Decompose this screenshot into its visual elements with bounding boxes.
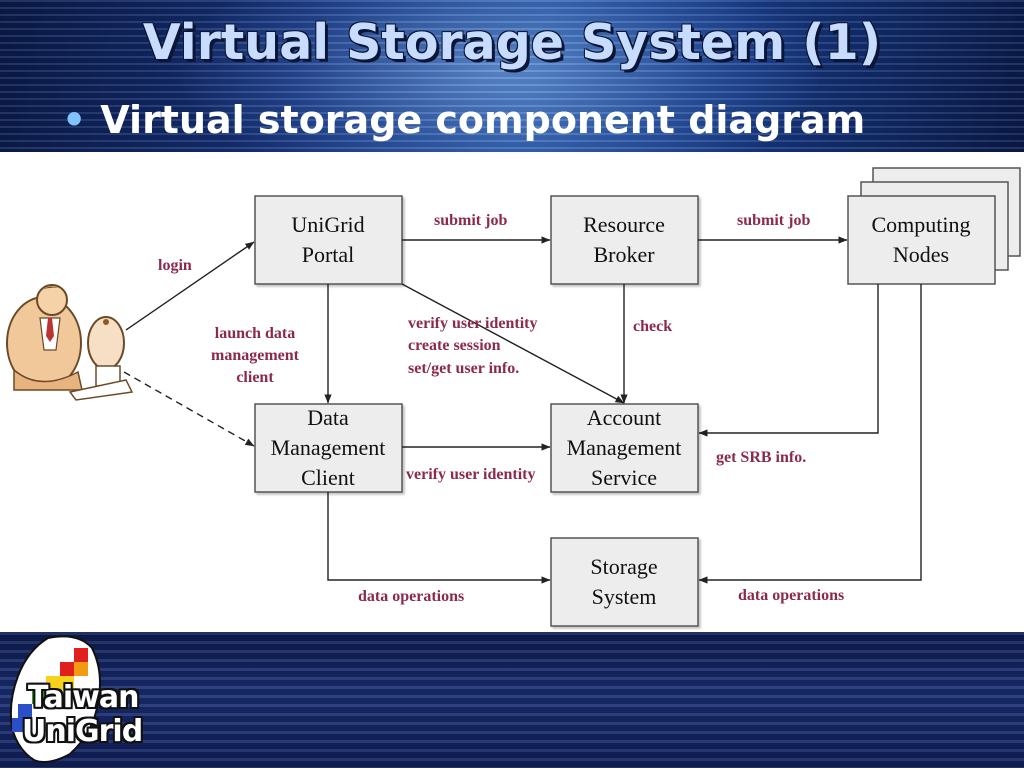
ams-line-1: Account	[587, 405, 662, 430]
dmc-line-1: Data	[307, 405, 349, 430]
node-unigrid-portal	[254, 195, 403, 285]
footer-stripes	[0, 632, 1024, 768]
node-account-management-service	[550, 403, 699, 493]
edge-login	[125, 241, 255, 331]
dmc-line-2: Management	[271, 435, 386, 460]
component-diagram: UniGrid Portal Resource Broker Computing…	[0, 152, 1024, 632]
label-get-srb-info: get SRB info.	[716, 449, 806, 466]
portal-line-1: UniGrid	[291, 212, 364, 237]
label-launch-1: launch data	[215, 325, 295, 342]
slide-title: Virtual Storage System (1)	[142, 14, 882, 71]
ams-line-3: Service	[591, 465, 657, 490]
header-glow	[180, 0, 820, 152]
label-login: login	[158, 257, 192, 274]
portal-line-2: Portal	[302, 242, 355, 267]
node-computing-nodes	[847, 167, 1021, 285]
slide-bullet: • Virtual storage component diagram	[62, 98, 865, 142]
label-verify-portal-1: verify user identity	[408, 315, 537, 332]
logo-text-unigrid: UniGrid	[22, 714, 143, 749]
computing-line-2: Nodes	[893, 242, 949, 267]
label-data-ops-right: data operations	[738, 587, 844, 604]
ams-line-2: Management	[567, 435, 682, 460]
edge-computing-storage	[698, 284, 922, 584]
label-launch-3: client	[236, 369, 274, 386]
taiwan-unigrid-logo: Taiwan UniGrid	[0, 632, 200, 768]
edge-launch-client-dashed	[123, 371, 255, 447]
edge-portal-ams	[401, 283, 625, 404]
edge-dmc-storage	[327, 492, 551, 584]
bullet-dot-icon: •	[62, 98, 87, 142]
storage-line-2: System	[592, 584, 657, 609]
dmc-line-3: Client	[301, 465, 355, 490]
broker-line-2: Broker	[593, 242, 655, 267]
label-check: check	[633, 318, 672, 335]
logo-text-taiwan: Taiwan	[28, 680, 139, 715]
label-verify-portal-3: set/get user info.	[408, 360, 519, 377]
broker-line-1: Resource	[583, 212, 665, 237]
label-submit-job-1: submit job	[434, 212, 507, 229]
slide-footer	[0, 632, 1024, 768]
label-verify-portal-2: create session	[408, 337, 501, 354]
bullet-text: Virtual storage component diagram	[100, 98, 866, 142]
storage-line-1: Storage	[590, 554, 657, 579]
slide-header: Virtual Storage System (1) • Virtual stor…	[0, 0, 1024, 152]
user-clipart-icon	[6, 284, 134, 401]
node-resource-broker	[550, 195, 699, 285]
label-launch-2: management	[211, 347, 300, 364]
node-storage-system	[550, 537, 699, 627]
edge-computing-ams	[698, 284, 879, 437]
label-verify-dmc: verify user identity	[406, 466, 535, 483]
diagram-svg: UniGrid Portal Resource Broker Computing…	[6, 167, 1021, 627]
label-data-ops-left: data operations	[358, 588, 464, 605]
computing-line-1: Computing	[871, 212, 970, 237]
label-submit-job-2: submit job	[737, 212, 810, 229]
header-stripes	[0, 0, 1024, 152]
logo-graphic-icon	[9, 635, 101, 763]
node-data-management-client	[254, 403, 403, 493]
